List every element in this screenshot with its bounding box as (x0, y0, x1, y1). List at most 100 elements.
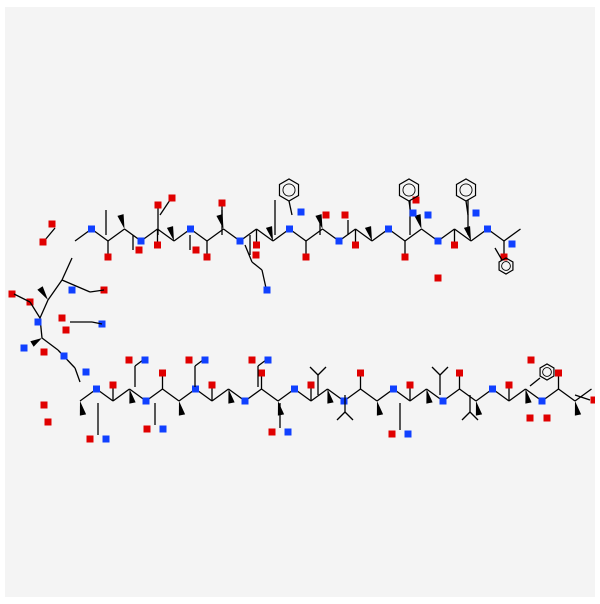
wedge-bond (117, 214, 125, 229)
nitrogen-atom (192, 385, 199, 393)
wedge-bond (178, 401, 186, 416)
nitrogen-atom (141, 356, 149, 364)
bond (159, 199, 171, 216)
bond (89, 289, 105, 293)
aromatic-ring (498, 257, 514, 275)
wedge-bond (525, 389, 532, 404)
bond (309, 366, 319, 376)
oxygen-atom (44, 418, 52, 426)
nitrogen-atom (34, 318, 42, 326)
oxygen-atom (352, 241, 359, 249)
bond (261, 388, 279, 402)
bond (454, 228, 472, 242)
bond (558, 388, 576, 402)
nitrogen-atom (286, 225, 293, 233)
oxygen-atom (168, 194, 176, 202)
bond (206, 228, 224, 242)
nitrogen-atom (82, 368, 90, 376)
nitrogen-atom (159, 425, 167, 433)
nitrogen-atom (60, 352, 68, 360)
nitrogen-atom (538, 397, 546, 405)
nitrogen-atom (236, 237, 244, 245)
nitrogen-atom (340, 397, 348, 405)
bond (256, 228, 274, 242)
nitrogen-atom (404, 430, 412, 438)
bond (355, 228, 373, 242)
bond (508, 388, 526, 402)
bond (47, 279, 63, 301)
wedge-bond (475, 401, 483, 416)
aromatic-circle (402, 183, 416, 197)
bond (465, 200, 469, 216)
bond (91, 321, 103, 325)
aromatic-ring (398, 178, 420, 202)
nitrogen-atom (390, 385, 397, 393)
wedge-bond (327, 389, 334, 404)
nitrogen-atom (335, 237, 343, 245)
oxygen-atom (322, 211, 330, 219)
bond (157, 228, 175, 242)
wedge-bond (79, 401, 87, 416)
nitrogen-atom (20, 344, 28, 352)
nitrogen-atom (142, 397, 150, 405)
oxygen-atom (39, 238, 47, 246)
oxygen-atom (302, 253, 310, 261)
nitrogen-atom (472, 209, 480, 217)
nitrogen-atom (93, 385, 100, 393)
nitrogen-atom (68, 286, 76, 294)
oxygen-atom (357, 369, 364, 377)
oxygen-atom (135, 246, 143, 254)
bond (244, 244, 253, 263)
oxygen-atom (143, 425, 151, 433)
oxygen-atom (208, 381, 216, 389)
nitrogen-atom (263, 286, 271, 294)
aromatic-ring (278, 178, 300, 202)
nitrogen-atom (137, 237, 145, 245)
oxygen-atom (555, 369, 562, 377)
oxygen-atom (86, 435, 94, 443)
oxygen-atom (500, 253, 508, 261)
oxygen-atom (154, 241, 161, 249)
bond (61, 279, 91, 293)
oxygen-atom (40, 348, 48, 356)
oxygen-atom (258, 369, 265, 377)
nitrogen-atom (439, 397, 447, 405)
bond (439, 366, 449, 376)
bond (529, 377, 541, 387)
bond (574, 394, 591, 401)
bond (360, 388, 378, 402)
nitrogen-atom (409, 209, 417, 217)
bond (459, 388, 477, 402)
oxygen-atom (451, 241, 458, 249)
oxygen-atom (154, 201, 162, 209)
bond (404, 228, 422, 242)
peptide-structure-drawing (8, 178, 595, 443)
oxygen-atom (590, 396, 595, 404)
nitrogen-atom (187, 225, 194, 233)
wedge-bond (364, 226, 372, 241)
bond (162, 388, 180, 402)
oxygen-atom (252, 251, 260, 259)
aromatic-circle (501, 261, 511, 271)
nitrogen-atom (489, 385, 496, 393)
bond (503, 228, 521, 242)
nitrogen-atom (291, 385, 298, 393)
oxygen-atom (125, 356, 133, 364)
oxygen-atom (526, 414, 534, 422)
nitrogen-atom (297, 208, 305, 216)
oxygen-atom (268, 428, 276, 436)
aromatic-circle (542, 367, 552, 377)
wedge-bond (37, 286, 48, 300)
wedge-bond (315, 214, 323, 229)
nitrogen-atom (385, 225, 392, 233)
wedge-bond (166, 226, 174, 241)
bond (61, 257, 73, 281)
bond (41, 337, 59, 351)
oxygen-atom (388, 430, 396, 438)
oxygen-atom (456, 369, 463, 377)
bond (431, 366, 441, 376)
bond (112, 388, 130, 402)
aromatic-circle (282, 183, 296, 197)
oxygen-atom (203, 253, 211, 261)
oxygen-atom (109, 381, 117, 389)
